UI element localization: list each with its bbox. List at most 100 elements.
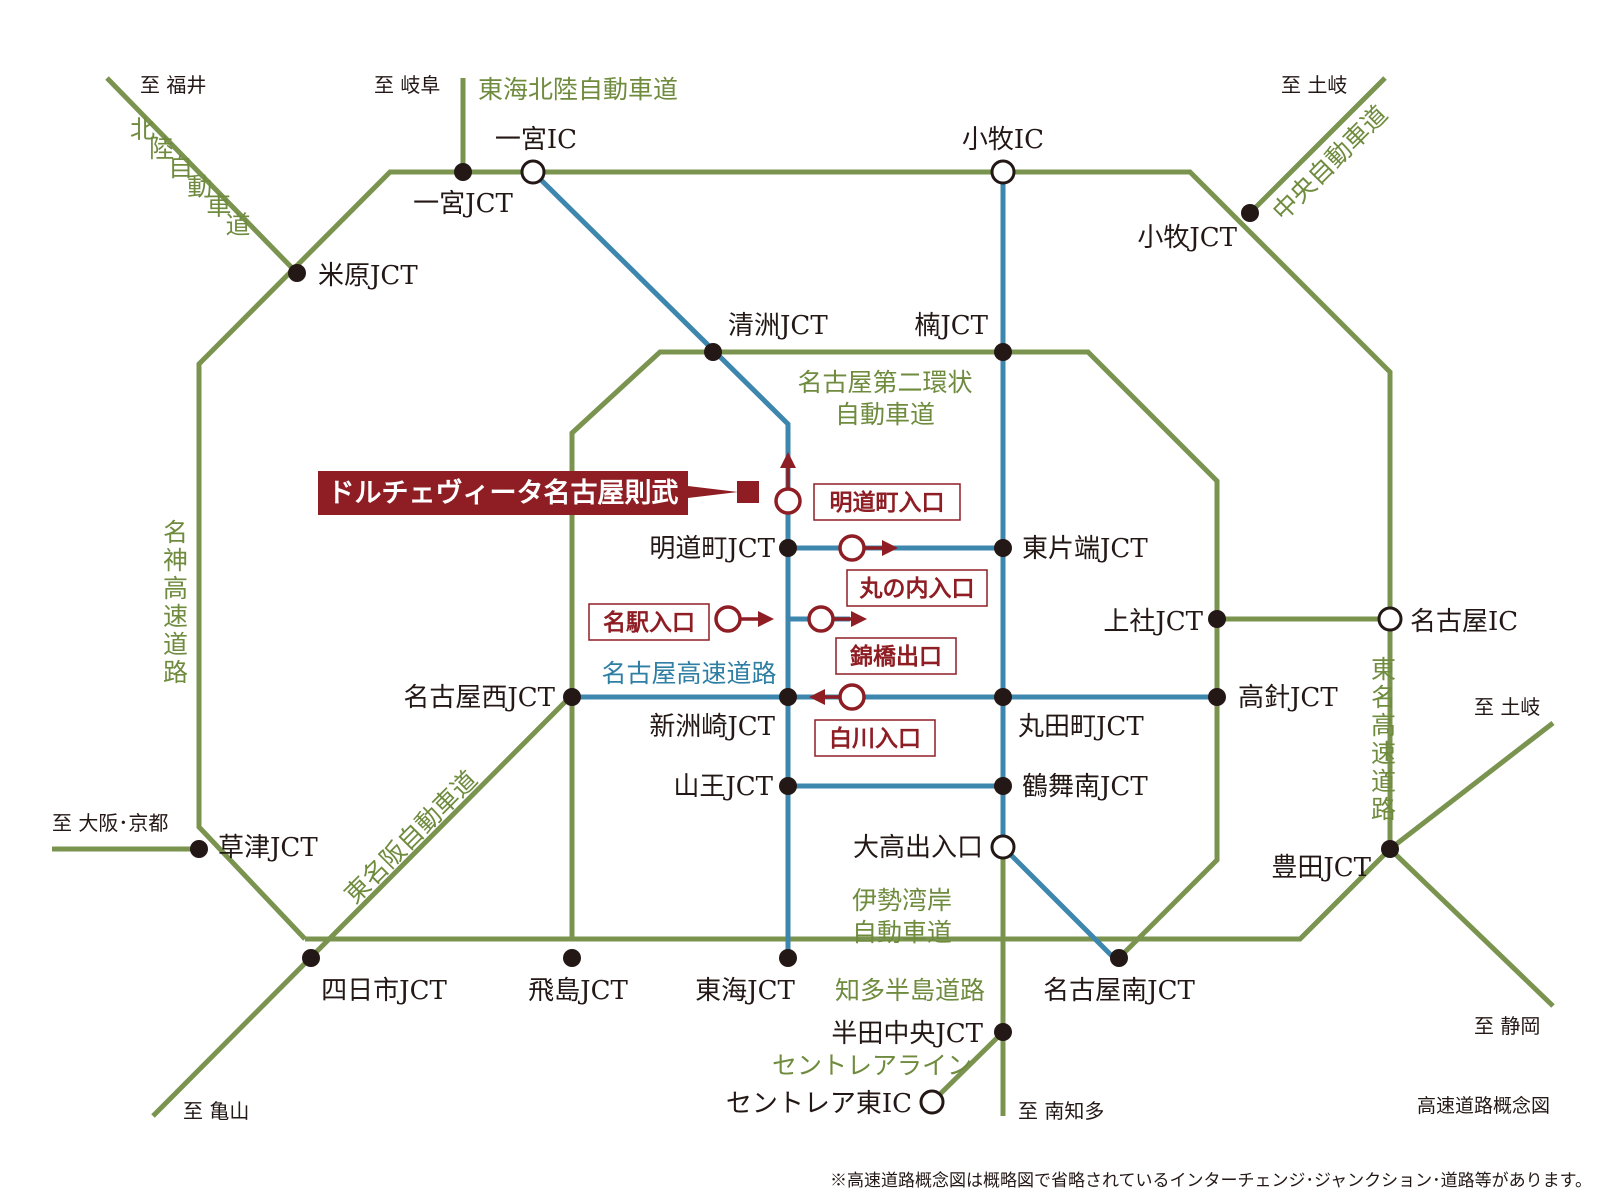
meishin-char-2: 神	[163, 546, 188, 575]
entrance-arrowheads	[758, 452, 898, 705]
hokuriku-char-5: 車	[206, 191, 231, 220]
tomei-char-4: 速	[1371, 739, 1396, 768]
label-ichinomiya-jct: 一宮JCT	[413, 189, 513, 219]
meishin-char-1: 名	[163, 518, 188, 547]
myodocho-entrance-label: 明道町入口	[830, 489, 945, 516]
property-marker	[737, 481, 759, 503]
label-higashikataha-jct: 東片端JCT	[1022, 534, 1148, 564]
higashikataha-jct-node	[994, 539, 1012, 557]
marunouchi-arrowhead	[882, 540, 898, 556]
kiyosu-jct-node	[704, 343, 722, 361]
dest-toki-right: 至 土岐	[1474, 695, 1540, 719]
ichinomiya-jct-node	[454, 163, 472, 181]
shirakawa-label-box	[814, 719, 936, 757]
tobishima-jct-node	[563, 949, 581, 967]
road-centrair-line: セントレアライン	[772, 1051, 972, 1080]
label-shinsuzaki-jct: 新洲崎JCT	[649, 712, 775, 742]
higashi-meihan-road	[151, 695, 572, 1118]
label-tobishima-jct: 飛島JCT	[528, 976, 628, 1006]
road-isewangan-2: 自動車道	[852, 918, 952, 947]
ichinomiya-ic-node	[520, 159, 546, 185]
ic-nodes	[520, 159, 1403, 1115]
kusatsu-jct-node	[190, 840, 208, 858]
destination-labels: 至 福井 至 岐阜 至 土岐 至 大阪･京都 至 土岐 至 亀山 至 南知多 至…	[52, 73, 1540, 1123]
road-hokuriku: 北 陸 自 動 車 道	[130, 115, 250, 239]
label-toyota-jct: 豊田JCT	[1271, 853, 1371, 883]
chuo-road	[1248, 76, 1387, 215]
marunouchi-entrance-label: 丸の内入口	[859, 575, 975, 602]
label-handa-chuo-jct: 半田中央JCT	[831, 1019, 983, 1049]
road-chita-hanto: 知多半島道路	[835, 976, 985, 1005]
myodocho-arrowhead	[780, 452, 796, 468]
tomei-char-6: 路	[1371, 795, 1396, 824]
road-nagoya-expressway: 名古屋高速道路	[601, 659, 776, 688]
label-takabari-jct: 高針JCT	[1238, 683, 1338, 713]
road-tomei: 東 名 高 速 道 路	[1371, 655, 1396, 824]
dest-osaka-kyoto: 至 大阪･京都	[52, 811, 168, 835]
marunouchi-entrance-circle	[838, 534, 866, 562]
meishin-char-5: 道	[163, 630, 188, 659]
kamiyashiro-jct-node	[1208, 610, 1226, 628]
entrance-labels: 明道町入口 丸の内入口 名駅入口 錦橋出口 白川入口	[603, 489, 975, 752]
odaka-node	[990, 834, 1016, 860]
maibara-jct-node	[288, 264, 306, 282]
label-komaki-ic: 小牧IC	[962, 125, 1044, 155]
label-nagoya-nishi-jct: 名古屋西JCT	[403, 683, 555, 713]
road-daini-kanjo-1: 名古屋第二環状	[797, 368, 972, 397]
toyota-jct-node	[1381, 840, 1399, 858]
tomei-to-toki-road	[1388, 721, 1555, 851]
tsurumaiminami-jct-node	[994, 777, 1012, 795]
meishin-char-3: 高	[163, 574, 188, 603]
dest-fukui: 至 福井	[140, 73, 206, 97]
label-nagoya-minami-jct: 名古屋南JCT	[1043, 976, 1195, 1006]
property-banner	[318, 471, 738, 515]
dest-toki-top: 至 土岐	[1281, 73, 1347, 97]
dest-gifu: 至 岐阜	[374, 73, 440, 97]
label-tokai-jct: 東海JCT	[695, 976, 795, 1006]
meishin-char-6: 路	[163, 658, 188, 687]
marunouchi-label-box	[846, 569, 988, 607]
komaki-ic-node	[990, 159, 1016, 185]
dest-kameyama: 至 亀山	[183, 1099, 249, 1123]
takabari-jct-node	[1208, 688, 1226, 706]
road-meishin: 名 神 高 速 道 路	[163, 518, 188, 687]
footnote: ※高速道路概念図は概略図で省略されているインターチェンジ･ジャンクション･道路等…	[830, 1170, 1592, 1191]
meieki-entrance-label: 名駅入口	[603, 609, 695, 636]
label-kusunoki-jct: 楠JCT	[914, 311, 988, 341]
kusunoki-jct-node	[994, 343, 1012, 361]
tomei-char-3: 高	[1371, 711, 1396, 740]
label-maibara-jct: 米原JCT	[318, 261, 418, 291]
label-nagoya-ic: 名古屋IC	[1410, 607, 1518, 637]
outer-ring-road	[196, 169, 1393, 942]
label-kusatsu-jct: 草津JCT	[218, 833, 318, 863]
shirakawa-entrance-label: 白川入口	[829, 725, 921, 752]
map-caption: 高速道路概念図	[1417, 1094, 1550, 1117]
label-kiyosu-jct: 清洲JCT	[728, 311, 828, 341]
label-ichinomiya-ic: 一宮IC	[495, 125, 577, 155]
hokuriku-char-2: 陸	[149, 134, 174, 163]
centrair-line-road	[930, 1030, 1005, 1104]
sanno-jct-node	[779, 777, 797, 795]
label-odaka: 大高出入口	[853, 833, 983, 863]
tomei-to-shizuoka-road	[1388, 847, 1555, 1008]
hokuriku-road	[105, 76, 299, 275]
road-higashi-meihan: 東名阪自動車道	[339, 765, 483, 909]
shirakawa-entrance-circle	[838, 683, 866, 711]
handa-chuo-jct-node	[994, 1023, 1012, 1041]
road-tokai-hokuriku: 東海北陸自動車道	[478, 75, 678, 104]
hokuriku-char-6: 道	[225, 210, 250, 239]
label-tsurumaiminami-jct: 鶴舞南JCT	[1022, 772, 1148, 802]
hokuriku-char-1: 北	[130, 115, 155, 144]
label-komaki-jct: 小牧JCT	[1137, 223, 1237, 253]
green-road-network	[52, 76, 1555, 1118]
tomei-char-2: 名	[1371, 683, 1396, 712]
meieki-arrowhead	[758, 611, 774, 627]
odaka-route	[1001, 845, 1114, 958]
nishikibashi-exit-circle	[807, 605, 835, 633]
road-chuo: 中央自動車道	[1267, 100, 1394, 227]
marutamachi-jct-node	[994, 688, 1012, 706]
meishin-char-4: 速	[163, 602, 188, 631]
myodocho-jct-node	[779, 539, 797, 557]
label-marutamachi-jct: 丸田町JCT	[1018, 712, 1144, 742]
